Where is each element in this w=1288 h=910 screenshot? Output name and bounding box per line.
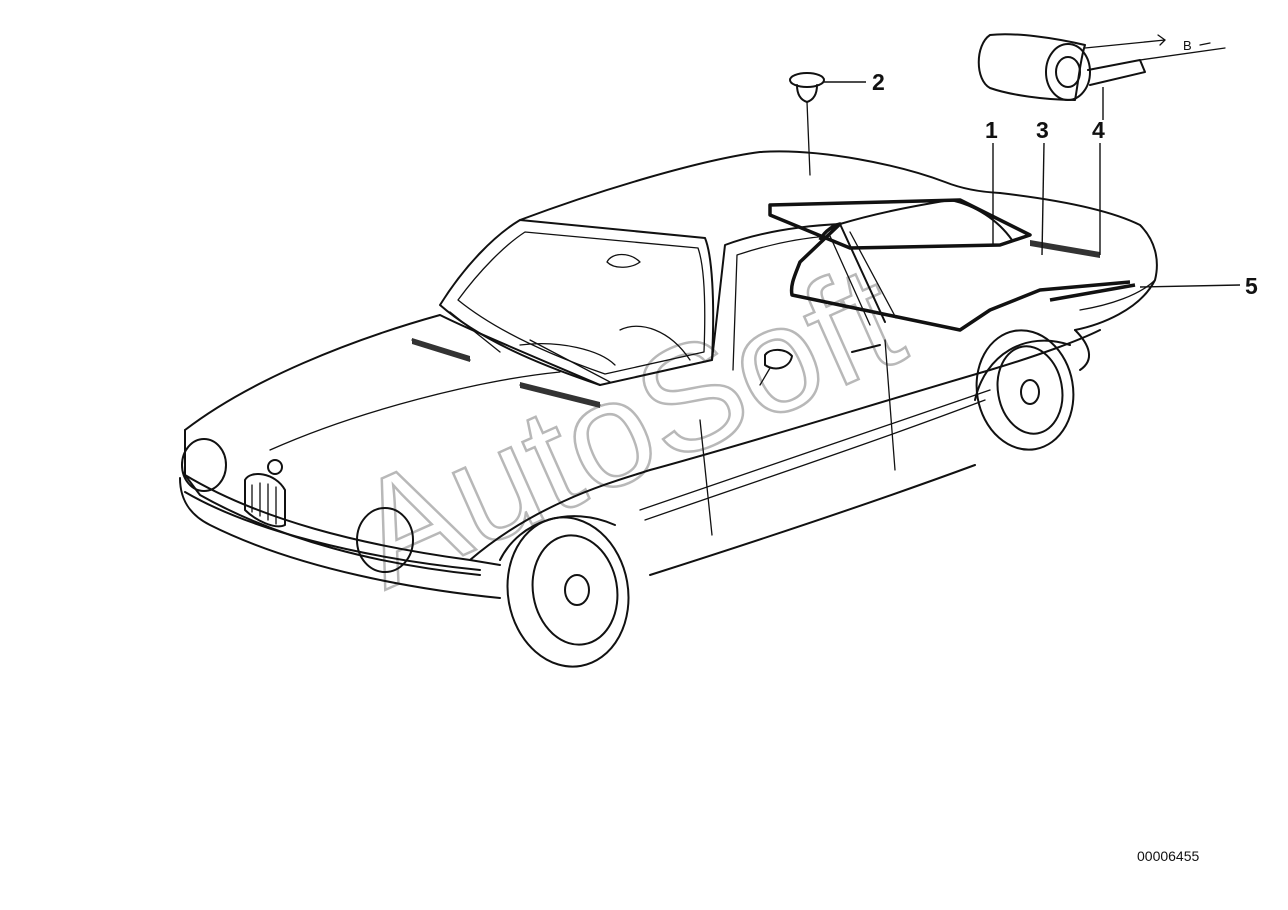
callout-label: 2 — [872, 69, 885, 95]
callout-1: 1 — [985, 117, 998, 245]
dimension-label: B — [1183, 38, 1192, 53]
callout-label: 1 — [985, 117, 998, 143]
callout-5: 5 — [1139, 273, 1258, 299]
document-number: 00006455 — [1137, 848, 1200, 864]
insulation-roll: B — [977, 33, 1226, 101]
watermark: AutoSoft — [330, 232, 924, 620]
rear-shelf-panel — [789, 222, 1131, 332]
car-illustration — [179, 150, 1158, 668]
headliner-panel — [768, 198, 1032, 250]
callout-2: 2 — [824, 69, 885, 95]
callout-label: 3 — [1036, 117, 1049, 143]
callout-4: 4 — [1092, 87, 1105, 255]
callout-label: 5 — [1245, 273, 1258, 299]
callout-label: 4 — [1092, 117, 1105, 143]
callout-3: 3 — [1036, 117, 1049, 256]
clip-part — [789, 72, 825, 176]
